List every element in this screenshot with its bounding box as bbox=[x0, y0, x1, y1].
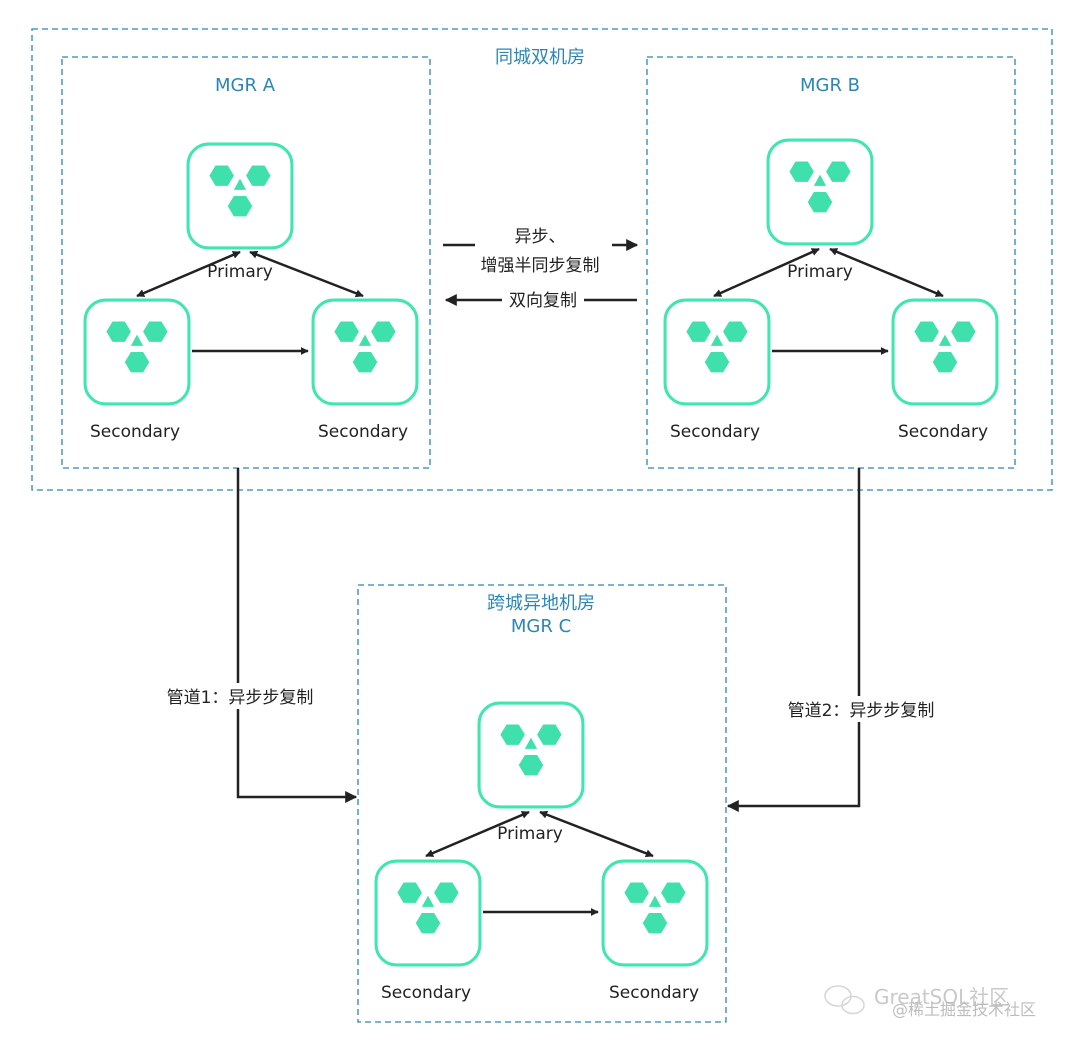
same-city-frame bbox=[31, 28, 1053, 491]
mgr-a-secondary-right-node bbox=[311, 298, 419, 406]
mgr-a-secondary-left-node bbox=[83, 298, 191, 406]
pipe1-arrow bbox=[236, 468, 358, 803]
mgr-c-secondary-right-node bbox=[601, 859, 709, 967]
mgr-b-title: MGR B bbox=[800, 75, 860, 96]
mgr-b-primary-node bbox=[766, 138, 874, 246]
mgr-b-secondary-right-label: Secondary bbox=[898, 422, 988, 442]
mgr-a-primary-label: Primary bbox=[207, 262, 273, 282]
mgr-b-arrow-primary-right bbox=[829, 247, 944, 298]
ab-forward-label-line2: 增强半同步复制 bbox=[481, 256, 600, 276]
mgr-c-arrow-primary-left bbox=[425, 810, 530, 858]
mgr-b-secondary-left-node bbox=[663, 298, 771, 406]
mgr-c-title-line2: MGR C bbox=[511, 616, 571, 637]
mgr-b-primary-label: Primary bbox=[787, 262, 853, 282]
mgr-a-secondary-left-label: Secondary bbox=[90, 422, 180, 442]
mgr-b-secondary-right-node bbox=[891, 298, 999, 406]
pipe1-label-bg bbox=[156, 683, 324, 709]
mgr-a-frame bbox=[61, 56, 431, 469]
mgr-c-frame bbox=[357, 584, 727, 1023]
wechat-icon bbox=[824, 985, 865, 1015]
ab-backward-label: 双向复制 bbox=[509, 291, 577, 311]
same-city-title: 同城双机房 bbox=[495, 47, 585, 68]
watermark-line1: GreatSQL社区 bbox=[874, 985, 1009, 1009]
mgr-a-secondary-right-label: Secondary bbox=[318, 422, 408, 442]
mgr-c-primary-label: Primary bbox=[497, 824, 563, 844]
mgr-c-arrow-primary-right bbox=[539, 810, 654, 858]
mgr-c-secondary-left-label: Secondary bbox=[381, 983, 471, 1003]
pipe1-label: 管道1：异步步复制 bbox=[167, 688, 314, 708]
mgr-a-arrow-primary-right bbox=[249, 250, 364, 298]
mgr-c-primary-node bbox=[477, 701, 585, 809]
pipe2-arrow bbox=[726, 468, 861, 812]
mgr-a-arrow-primary-left bbox=[136, 250, 241, 298]
mgr-a-primary-node bbox=[186, 142, 294, 250]
mgr-a-title: MGR A bbox=[215, 75, 276, 96]
mgr-c-title-line1: 跨城异地机房 bbox=[487, 593, 595, 614]
mgr-c-secondary-right-label: Secondary bbox=[609, 983, 699, 1003]
mgr-b-frame bbox=[646, 56, 1016, 469]
mgr-b-secondary-left-label: Secondary bbox=[670, 422, 760, 442]
mgr-b-arrow-primary-left bbox=[713, 247, 820, 298]
pipe2-label-bg bbox=[777, 696, 945, 722]
ab-forward-label-line1: 异步、 bbox=[515, 227, 566, 247]
pipe2-label: 管道2：异步步复制 bbox=[788, 701, 935, 721]
watermark-line2: @稀土掘金技术社区 bbox=[892, 1000, 1036, 1019]
mgr-c-secondary-left-node bbox=[374, 859, 482, 967]
